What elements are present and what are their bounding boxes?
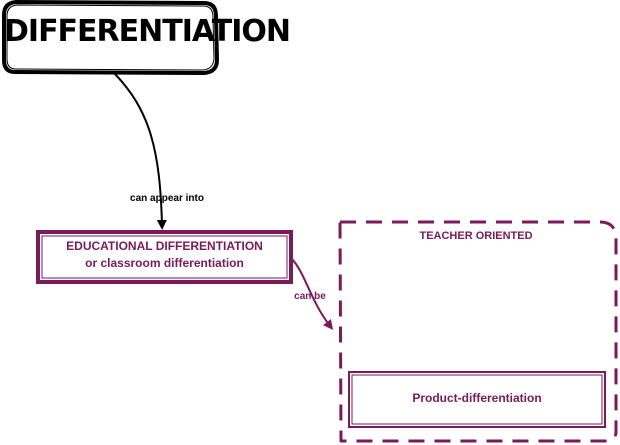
edge-label-can-be: can be [294,291,326,302]
differentiation-node-label: DIFFERENTIATION [4,14,291,49]
product-node-box[interactable] [348,371,606,428]
edge-label-can-appear-into: can appear into [130,193,204,204]
product-node-label: Product-differentiation [412,391,542,405]
teacher-oriented-group[interactable] [338,220,618,443]
educational-node-subtitle: or classroom differentiation [85,256,244,270]
differentiation-node-box[interactable] [2,0,219,75]
educational-node-title: EDUCATIONAL DIFFERENTIATION [66,239,263,253]
edge-can-appear-into [113,72,167,230]
educational-node-box[interactable] [36,230,293,284]
teacher-oriented-label: TEACHER ORIENTED [419,230,533,242]
edge-can-be [290,257,334,330]
